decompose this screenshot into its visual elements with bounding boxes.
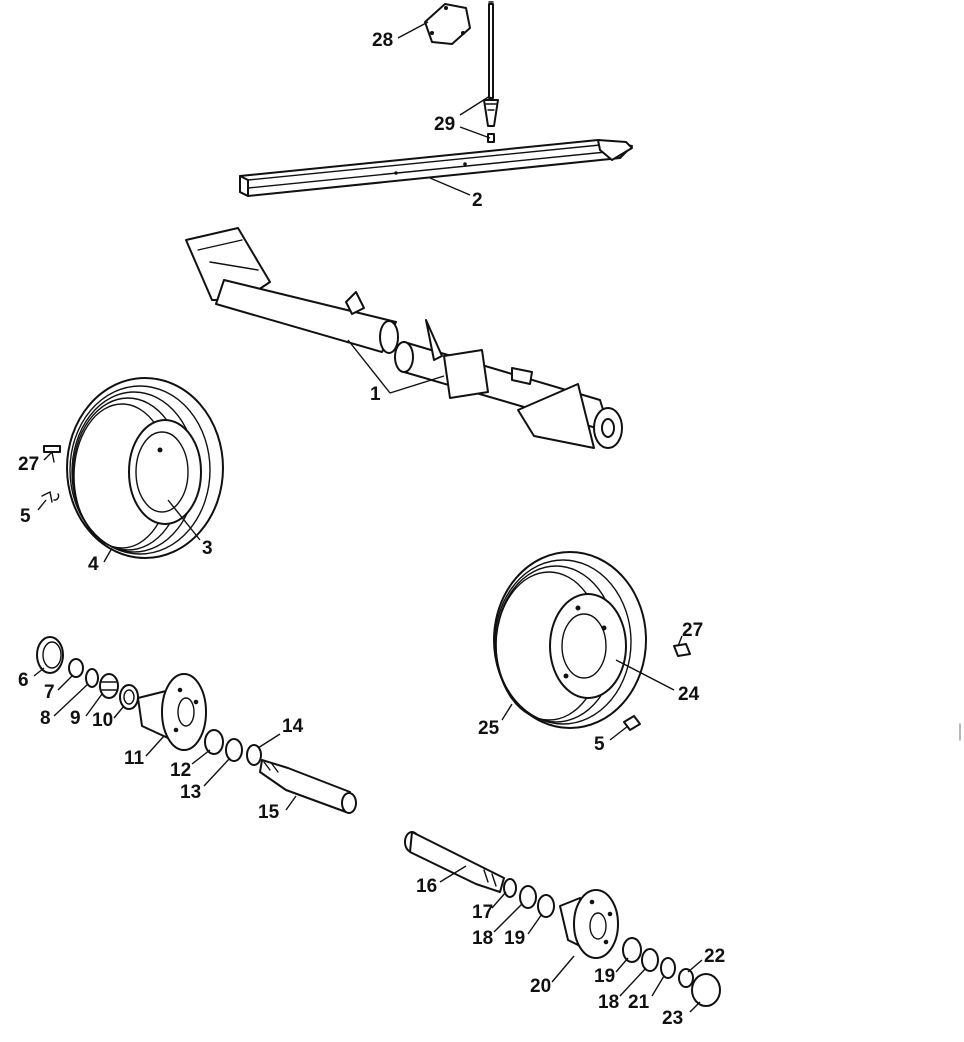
part-18-bearing-cone-inner (519, 885, 537, 909)
leader-lines (33, 21, 703, 1013)
callout-16: 16 (416, 876, 437, 897)
part-29-jack (483, 1, 499, 143)
callout-17: 17 (472, 902, 493, 923)
callout-11: 11 (124, 748, 145, 769)
callout-21: 21 (628, 992, 650, 1013)
part-24-rim-right (549, 593, 627, 699)
part-23-dust-cap (691, 973, 721, 1007)
callout-6: 6 (18, 670, 29, 691)
part-11-hub (137, 673, 207, 751)
part-2-tongue (239, 139, 633, 197)
part-19-bearing-cup-inner (537, 894, 555, 918)
callout-10: 10 (92, 710, 113, 731)
callout-23: 23 (662, 1008, 683, 1029)
callout-1: 1 (370, 384, 381, 405)
part-8-washer (85, 668, 99, 688)
callout-13: 13 (180, 782, 201, 803)
part-12-bearing-cup (204, 729, 224, 755)
callout-2: 2 (472, 190, 483, 211)
callout-19-inner: 19 (504, 928, 525, 949)
callout-19-outer: 19 (594, 966, 615, 987)
callout-12: 12 (170, 760, 191, 781)
part-27-bolt-right (673, 643, 691, 657)
part-27-bolt-left (43, 445, 61, 463)
callout-22: 22 (704, 946, 725, 967)
callout-7: 7 (44, 682, 55, 703)
part-28-sign (424, 3, 471, 45)
part-20-hub (559, 889, 619, 959)
callout-9: 9 (70, 708, 81, 729)
part-15-spindle (259, 759, 357, 814)
part-13-bearing-cone (225, 738, 243, 762)
callout-25: 25 (478, 718, 500, 739)
callout-20: 20 (530, 976, 551, 997)
part-3-rim-left (128, 419, 202, 525)
part-1-axle (185, 227, 623, 449)
part-9-bearing-cone (99, 673, 119, 699)
callout-15: 15 (258, 802, 280, 823)
callout-4: 4 (88, 554, 99, 575)
part-10-bearing-cup (119, 684, 139, 710)
callout-numbers: 28 29 2 1 27 5 3 4 27 24 25 5 6 7 8 9 10… (18, 30, 725, 1029)
callout-24: 24 (678, 684, 700, 705)
part-7-nut (68, 658, 84, 678)
part-17-seal (503, 878, 517, 898)
callout-29: 29 (434, 114, 455, 135)
callout-18-outer: 18 (598, 992, 619, 1013)
callout-28: 28 (372, 30, 393, 51)
part-22-nut (678, 968, 694, 988)
callout-18-inner: 18 (472, 928, 493, 949)
callout-3: 3 (202, 538, 213, 559)
callout-27-left: 27 (18, 454, 39, 475)
callout-27-right: 27 (682, 620, 703, 641)
callout-5-left: 5 (20, 506, 31, 527)
callout-8: 8 (40, 708, 51, 729)
part-19-bearing-cup-outer (622, 937, 642, 963)
part-21-washer (660, 957, 676, 979)
part-6-dust-cap (36, 636, 64, 674)
part-14-seal (246, 744, 262, 766)
part-16-spindle (404, 831, 505, 893)
part-18-bearing-cone-outer (641, 948, 659, 972)
callout-14: 14 (282, 716, 304, 737)
callout-5-right: 5 (594, 734, 605, 755)
part-5-valve-left (41, 490, 60, 503)
